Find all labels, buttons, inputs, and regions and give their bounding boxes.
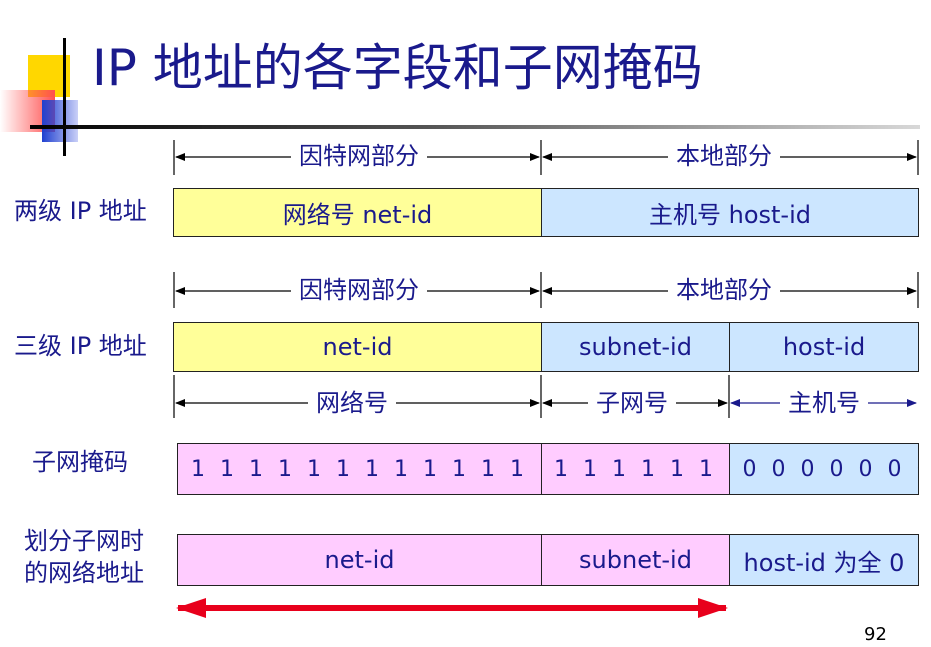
field-text: subnet-id xyxy=(579,333,692,361)
mask-network-bits: 1 1 1 1 1 1 1 1 1 1 1 1 1 1 1 1 xyxy=(177,443,542,495)
title-decoration-blue-square xyxy=(42,100,78,142)
slide-title: IP 地址的各字段和子网掩码 xyxy=(92,39,703,97)
field-two-level-host-id: 主机号 host-id xyxy=(541,188,919,237)
span-internet-part-2: 因特网部分 xyxy=(291,276,427,304)
field-three-level-host-id: host-id xyxy=(729,322,919,372)
span-local-part-1: 本地部分 xyxy=(668,142,780,170)
span-host-number: 主机号 xyxy=(780,389,868,417)
field-text: net-id xyxy=(322,333,393,361)
mask-subnet-bits: 1 1 1 1 1 1 1 1 xyxy=(541,443,730,495)
mask-host-bits: 0 0 0 0 0 0 0 0 xyxy=(729,443,919,495)
field-text: subnet-id xyxy=(579,546,692,574)
row-label-subnet-mask: 子网掩码 xyxy=(32,448,128,476)
field-text: net-id xyxy=(324,546,395,574)
row-label-two-level: 两级 IP 地址 xyxy=(14,197,147,225)
field-text: 0 0 0 0 0 0 0 0 xyxy=(730,456,918,482)
field-text: host-id xyxy=(782,333,866,361)
page-number: 92 xyxy=(864,624,887,645)
title-decoration-vertical-line xyxy=(63,38,66,156)
span-subnet-number: 子网号 xyxy=(588,389,676,417)
title-underline xyxy=(30,125,920,129)
row-label-three-level: 三级 IP 地址 xyxy=(14,332,147,360)
field-three-level-net-id: net-id xyxy=(173,322,542,372)
row-label-subnet-address-line1: 划分子网时 xyxy=(24,527,144,555)
field-three-level-subnet-id: subnet-id xyxy=(541,322,730,372)
field-address-net-id: net-id xyxy=(177,534,542,586)
field-text: 主机号 host-id xyxy=(649,201,811,229)
field-text: 1 1 1 1 1 1 1 1 1 1 1 1 1 1 1 1 xyxy=(178,456,541,482)
field-text: host-id 为全 0 xyxy=(743,548,905,577)
span-row1 xyxy=(173,140,919,175)
field-two-level-net-id: 网络号 net-id xyxy=(173,188,542,237)
row-label-subnet-address-line2: 的网络地址 xyxy=(24,559,144,587)
span-network-number: 网络号 xyxy=(308,389,396,417)
field-address-subnet-id: subnet-id xyxy=(541,534,730,586)
field-address-host-id-zero: host-id 为全 0 xyxy=(729,534,919,586)
field-text: 网络号 net-id xyxy=(282,201,433,229)
span-internet-part-1: 因特网部分 xyxy=(291,142,427,170)
field-text: 1 1 1 1 1 1 1 1 xyxy=(542,456,729,482)
span-local-part-2: 本地部分 xyxy=(668,276,780,304)
span-row2 xyxy=(173,272,919,308)
